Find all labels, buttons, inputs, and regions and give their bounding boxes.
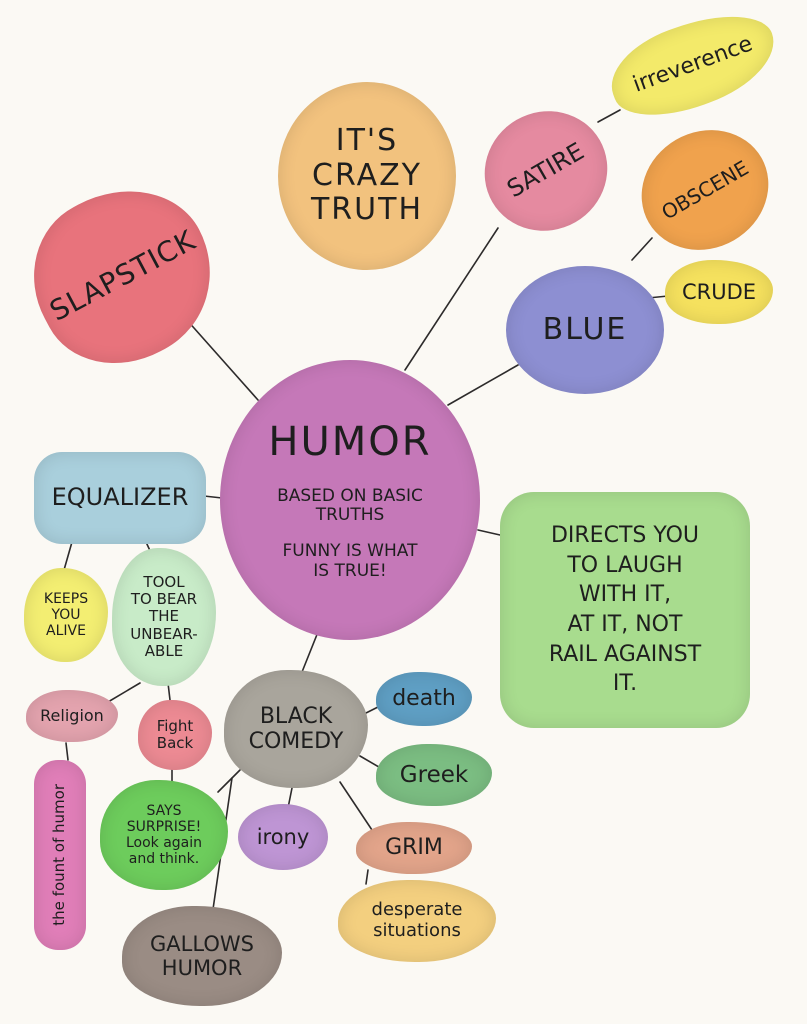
node-gallows: GALLOWS HUMOR bbox=[122, 906, 282, 1006]
node-humor: HUMOR BASED ON BASIC TRUTHS FUNNY IS WHA… bbox=[220, 360, 480, 640]
node-slapstick-label: SLAPSTICK bbox=[44, 223, 202, 328]
node-religion: Religion bbox=[26, 690, 118, 742]
node-irony: irony bbox=[238, 804, 328, 870]
node-obscene-label: OBSCENE bbox=[657, 155, 753, 224]
node-black-comedy-label: BLACK COMEDY bbox=[248, 703, 344, 754]
edge-equalizer-humor bbox=[203, 495, 223, 499]
node-directs: DIRECTS YOU TO LAUGH WITH IT, AT IT, NOT… bbox=[500, 492, 750, 728]
node-blue-label: BLUE bbox=[542, 311, 628, 347]
edge-satire-irreverence bbox=[597, 109, 621, 123]
node-fight-back: Fight Back bbox=[138, 700, 212, 770]
edge-humor-blue bbox=[447, 364, 519, 406]
edge-religion-fount bbox=[65, 742, 69, 761]
node-religion-label: Religion bbox=[40, 705, 104, 725]
node-greek-label: Greek bbox=[399, 761, 469, 788]
node-irony-label: irony bbox=[256, 824, 310, 849]
node-black-comedy: BLACK COMEDY bbox=[224, 670, 368, 788]
edge-humor-black bbox=[301, 631, 319, 673]
node-keeps-alive: KEEPS YOU ALIVE bbox=[24, 568, 108, 662]
edge-blue-obscene bbox=[631, 237, 653, 261]
edge-humor-satire bbox=[404, 227, 499, 371]
node-grim-label: GRIM bbox=[385, 835, 443, 861]
node-fight-back-label: Fight Back bbox=[156, 716, 194, 752]
node-grim: GRIM bbox=[356, 822, 472, 874]
node-equalizer: EQUALIZER bbox=[34, 452, 206, 544]
node-humor-line1: BASED ON BASIC TRUTHS bbox=[277, 485, 423, 526]
node-equalizer-label: EQUALIZER bbox=[51, 483, 189, 512]
node-desperate: desperate situations bbox=[338, 880, 496, 962]
edge-tool-religion bbox=[107, 682, 141, 703]
edge-humor-directs bbox=[477, 529, 501, 536]
node-directs-label: DIRECTS YOU TO LAUGH WITH IT, AT IT, NOT… bbox=[548, 522, 702, 697]
edge-black-surprise bbox=[217, 769, 241, 793]
node-tool-label: TOOL TO BEAR THE UNBEAR- ABLE bbox=[130, 572, 198, 660]
edge-grim-desperate bbox=[365, 869, 369, 885]
node-crazy-truth-label: IT'S CRAZY TRUTH bbox=[310, 123, 423, 228]
node-keeps-alive-label: KEEPS YOU ALIVE bbox=[43, 590, 89, 640]
node-greek: Greek bbox=[376, 744, 492, 806]
node-crazy-truth: IT'S CRAZY TRUTH bbox=[278, 82, 456, 270]
node-humor-line2: FUNNY IS WHAT IS TRUE! bbox=[282, 541, 418, 581]
node-gallows-label: GALLOWS HUMOR bbox=[150, 931, 254, 980]
node-satire-label: SATIRE bbox=[502, 137, 589, 204]
node-surprise: SAYS SURPRISE! Look again and think. bbox=[100, 780, 228, 890]
node-desperate-label: desperate situations bbox=[371, 899, 463, 941]
edge-equalizer-keeps bbox=[63, 541, 73, 571]
node-death-label: death bbox=[392, 686, 456, 712]
node-death: death bbox=[376, 672, 472, 726]
node-blue: BLUE bbox=[506, 266, 664, 394]
node-humor-title: HUMOR bbox=[268, 418, 432, 465]
node-crude: CRUDE bbox=[665, 260, 773, 324]
node-crude-label: CRUDE bbox=[681, 279, 757, 304]
edge-black-grim bbox=[339, 781, 373, 831]
node-fount: the fount of humor bbox=[34, 760, 86, 950]
node-surprise-label: SAYS SURPRISE! Look again and think. bbox=[125, 802, 203, 868]
node-fount-label: the fount of humor bbox=[50, 784, 69, 926]
node-tool: TOOL TO BEAR THE UNBEAR- ABLE bbox=[112, 548, 216, 686]
node-irreverence-label: irreverence bbox=[629, 31, 756, 98]
